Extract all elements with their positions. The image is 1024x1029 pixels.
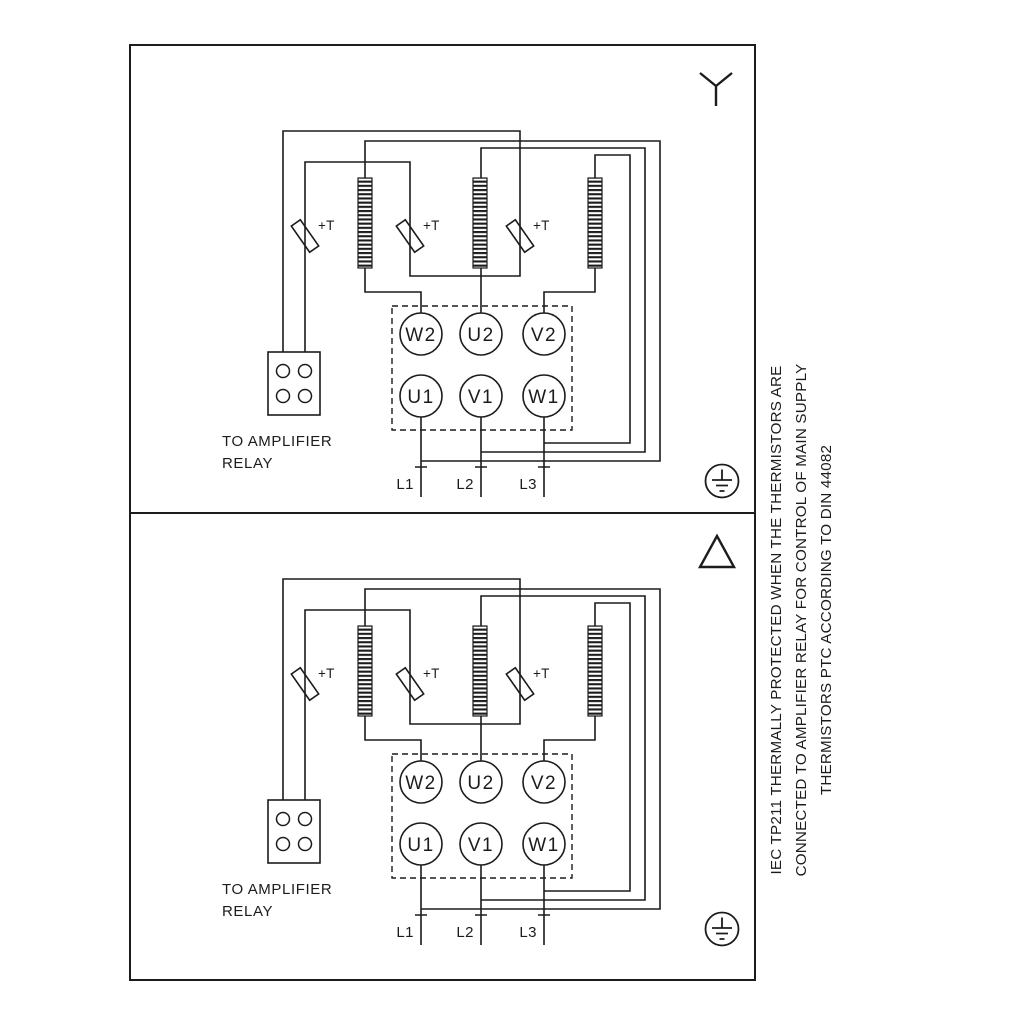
terminal-label-w1: W1 (528, 387, 560, 408)
thermistor-label: +T (533, 218, 550, 233)
supply-label-l2: L2 (456, 924, 474, 941)
terminal-label-v1: V1 (468, 835, 494, 856)
thermistor-label: +T (318, 218, 335, 233)
thermistor-label: +T (318, 666, 335, 681)
panel-geometry (267, 578, 740, 947)
terminal-label-u2: U2 (467, 773, 494, 794)
supply-label-l2: L2 (456, 476, 474, 493)
side-note: IEC TP211 THERMALLY PROTECTED WHEN THE T… (768, 364, 835, 877)
supply-label-l1: L1 (396, 476, 414, 493)
terminal-label-v2: V2 (531, 325, 557, 346)
supply-label-l3: L3 (519, 476, 537, 493)
supply-label-l1: L1 (396, 924, 414, 941)
terminal-label-u2: U2 (467, 325, 494, 346)
terminal-label-u1: U1 (407, 835, 434, 856)
supply-label-l3: L3 (519, 924, 537, 941)
delta-connection-icon (697, 533, 737, 569)
panel-delta: +T +T +T W2 U2 V2 U1 V1 W1 TO AMPLIFIER … (222, 533, 740, 947)
terminal-label-w2: W2 (405, 325, 437, 346)
terminal-label-v1: V1 (468, 387, 494, 408)
relay-caption-line2: RELAY (222, 455, 273, 472)
side-note-line2: CONNECTED TO AMPLIFIER RELAY FOR CONTROL… (793, 364, 810, 877)
relay-caption-line1: TO AMPLIFIER (222, 433, 332, 450)
star-connection-icon (699, 72, 733, 106)
side-note-line1: IEC TP211 THERMALLY PROTECTED WHEN THE T… (768, 365, 785, 874)
thermistor-label: +T (533, 666, 550, 681)
side-note-line3: THERMISTORS PTC ACCORDING TO DIN 44082 (818, 445, 835, 795)
relay-caption-line2: RELAY (222, 903, 273, 920)
terminal-label-w2: W2 (405, 773, 437, 794)
relay-caption-line1: TO AMPLIFIER (222, 881, 332, 898)
thermistor-label: +T (423, 666, 440, 681)
terminal-label-v2: V2 (531, 773, 557, 794)
thermistor-label: +T (423, 218, 440, 233)
panel-geometry (267, 130, 740, 499)
panel-star: +T +T +T W2 U2 V2 U1 V1 W1 TO AMPLIFIER … (222, 72, 740, 499)
terminal-label-w1: W1 (528, 835, 560, 856)
terminal-label-u1: U1 (407, 387, 434, 408)
